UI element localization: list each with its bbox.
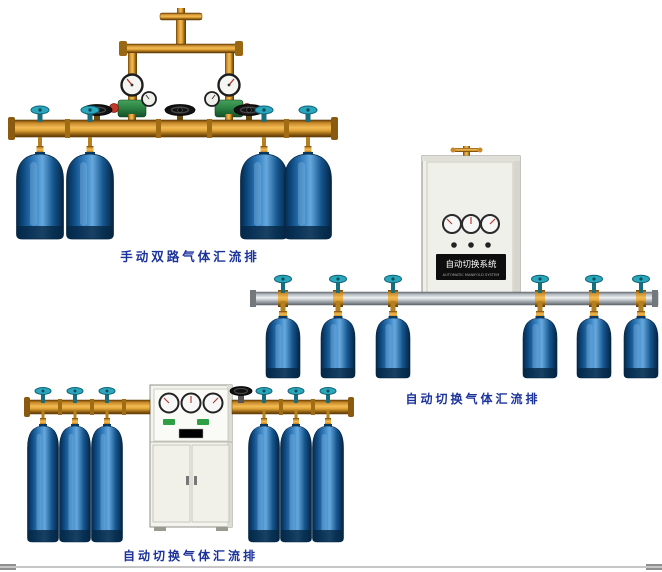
manifold-end-cap xyxy=(250,290,256,307)
gauge-needle xyxy=(145,94,150,100)
figure-caption-auto-wall: 自动切换气体汇流排 xyxy=(405,392,541,406)
gas-cylinder xyxy=(59,409,91,543)
manifold-end-cap xyxy=(24,397,30,417)
pipe-coupling xyxy=(65,119,70,138)
pipe-coupling xyxy=(279,399,283,415)
right-drop-pipe xyxy=(225,53,234,77)
gas-cylinder xyxy=(320,300,356,379)
gauge-hub xyxy=(227,83,231,87)
pipe-coupling xyxy=(333,290,343,307)
cabinet-side-shade xyxy=(227,385,232,527)
cylinder-shutoff-valve xyxy=(531,274,549,294)
gas-cylinder xyxy=(280,409,312,543)
gas-cylinder xyxy=(375,300,411,379)
cabinet-top-edge xyxy=(422,156,520,161)
inlet-riser-pipe xyxy=(176,20,186,46)
pipe-coupling xyxy=(636,290,646,307)
manifold-pipe xyxy=(250,290,659,307)
gas-cylinder xyxy=(265,300,301,379)
cabinet-title-text: 自动切换系统 xyxy=(445,259,497,270)
cabinet-side-shade xyxy=(514,156,520,302)
figure-caption-manual: 手动双路气体汇流排 xyxy=(120,249,260,264)
panel-knob xyxy=(468,242,474,248)
pipe-coupling xyxy=(58,399,62,415)
valve-knob xyxy=(450,147,456,153)
manifold-pipe xyxy=(8,117,338,140)
pipe-coupling xyxy=(311,399,315,415)
inlet-stub-pipe xyxy=(177,8,185,14)
cabinet-foot xyxy=(154,527,166,531)
figure-manual-dual-manifold xyxy=(8,8,338,240)
pipe-coupling xyxy=(589,290,599,307)
control-cabinet xyxy=(149,384,233,531)
panel-knob xyxy=(451,242,457,248)
pipe-coupling xyxy=(207,119,212,138)
gauge-needle xyxy=(212,397,219,404)
cylinder-shutoff-valve xyxy=(298,105,318,123)
cabinet-door-right xyxy=(191,444,230,523)
page-bottom-rule xyxy=(0,566,662,568)
gas-cylinder xyxy=(312,409,344,543)
gas-cylinder xyxy=(623,300,659,379)
pipe-flange xyxy=(235,41,243,56)
cabinet-top-tee xyxy=(455,148,478,152)
door-handle xyxy=(186,476,189,485)
gauge-needle xyxy=(163,397,170,404)
door-handle xyxy=(194,476,197,485)
left-drop-pipe xyxy=(128,53,137,77)
gas-cylinder xyxy=(91,409,123,543)
control-cabinet: 自动切换系统 AUTOMATIC MANIFOLD SYSTEM xyxy=(421,146,521,303)
indicator-label xyxy=(197,419,209,425)
pipe-coupling xyxy=(535,290,545,307)
manifold-end-cap xyxy=(8,117,15,140)
figure-auto-switch-wall-manifold: 自动切换系统 AUTOMATIC MANIFOLD SYSTEM xyxy=(250,146,659,379)
cabinet-door-left xyxy=(152,444,191,523)
indicator-label xyxy=(163,419,175,425)
gauge-needle xyxy=(489,218,496,225)
manifold-end-cap xyxy=(652,290,658,307)
header-cross-pipe xyxy=(123,43,239,54)
pressure-regulator-left xyxy=(109,73,157,122)
figure-auto-switch-floor-manifold xyxy=(24,384,354,543)
cylinder-shutoff-valve xyxy=(274,274,292,294)
cylinder-shutoff-valve xyxy=(30,105,50,123)
gas-cylinder xyxy=(522,300,558,379)
pipe-coupling xyxy=(122,399,126,415)
manifold-end-cap xyxy=(348,397,354,417)
manifold-pipe xyxy=(24,397,354,417)
cabinet-foot xyxy=(216,527,228,531)
gauge-hub xyxy=(130,83,134,87)
regulator-outlet xyxy=(225,114,233,122)
gas-cylinder xyxy=(248,409,280,543)
regulator-outlet xyxy=(128,114,136,122)
valve-knob xyxy=(477,147,483,153)
inlet-pipe-assembly xyxy=(119,8,243,77)
panel-plate xyxy=(178,428,204,439)
pipe-coupling xyxy=(284,119,289,138)
manifold-valve-black xyxy=(164,103,196,123)
gauge-needle xyxy=(446,218,453,225)
cabinet-nameplate xyxy=(436,254,506,280)
manifold-end-cap xyxy=(331,117,338,140)
pipe-coupling xyxy=(388,290,398,307)
gas-cylinder xyxy=(66,136,114,240)
manifold-bar-right xyxy=(231,399,351,415)
gas-cylinder xyxy=(16,136,64,240)
cylinder-shutoff-valve xyxy=(632,274,650,294)
figure-caption-auto-floor: 自动切换气体汇流排 xyxy=(122,549,258,563)
gauge-needle xyxy=(211,94,216,100)
manifold-bar-left xyxy=(27,399,151,415)
cabinet-subtitle-text: AUTOMATIC MANIFOLD SYSTEM xyxy=(443,273,500,277)
pipe-coupling xyxy=(278,290,288,307)
cylinder-shutoff-valve xyxy=(384,274,402,294)
pipe-coupling xyxy=(156,119,161,138)
gas-cylinder xyxy=(27,409,59,543)
pipe-flange xyxy=(119,41,127,56)
pipe-coupling xyxy=(90,399,94,415)
cylinder-shutoff-valve xyxy=(585,274,603,294)
cylinder-shutoff-valve xyxy=(329,274,347,294)
gas-cylinder xyxy=(576,300,612,379)
panel-knob xyxy=(485,242,491,248)
inlet-top-tee xyxy=(159,12,203,21)
